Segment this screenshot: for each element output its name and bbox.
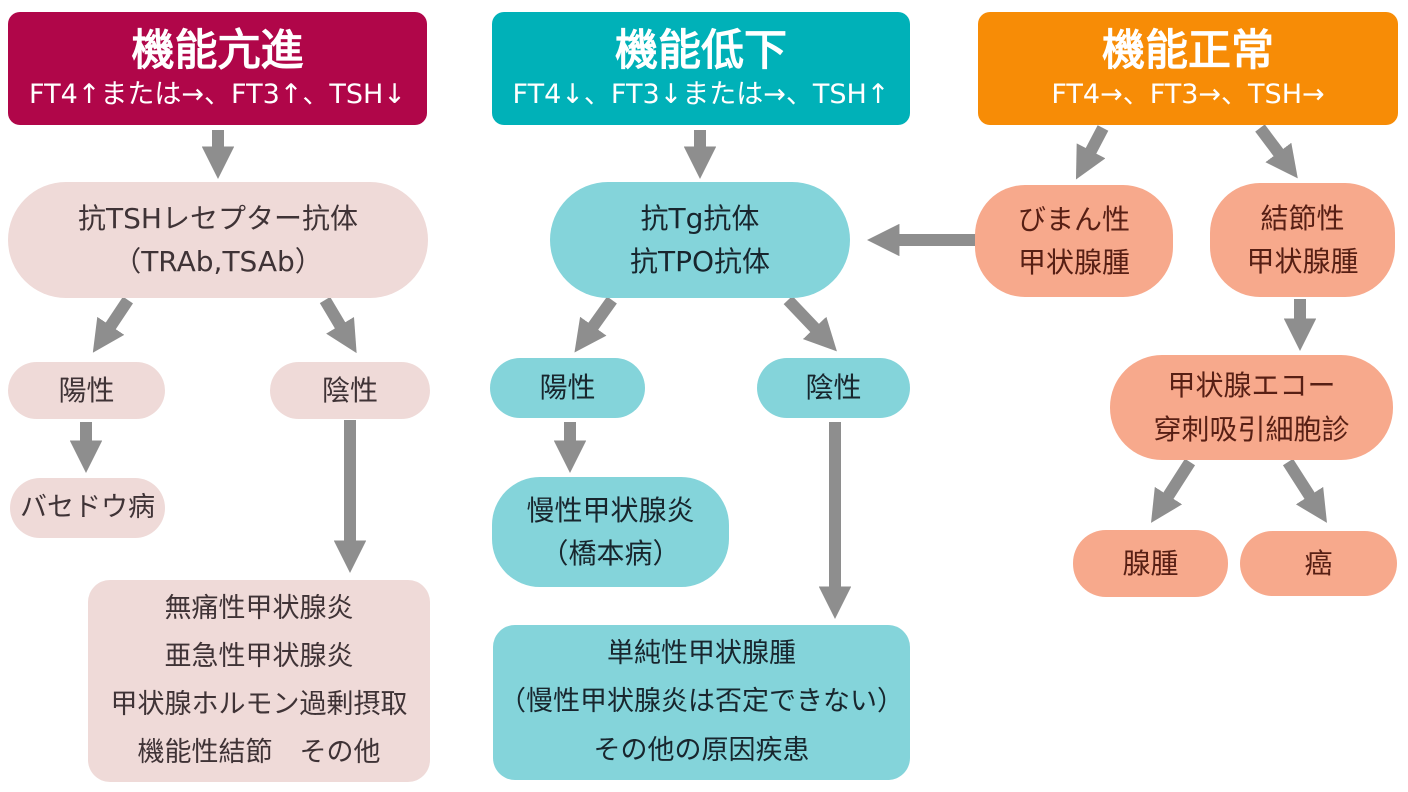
- node-hypo-positive: 陽性: [490, 358, 645, 418]
- header-normal-function: 機能正常 FT4→、FT3→、TSH→: [978, 12, 1398, 125]
- header-hyperfunction-subtitle: FT4↑または→、FT3↑、TSH↓: [29, 79, 406, 111]
- header-hyperfunction-title: 機能亢進: [131, 25, 304, 76]
- node-hyper-negative: 陰性: [270, 362, 430, 419]
- arrow-echo-to-adenoma: [1151, 458, 1196, 523]
- node-adenoma: 腺腫: [1073, 530, 1228, 597]
- arrow-hypo-antibody-to-positive: [574, 296, 617, 353]
- node-hypo-outcome-list: 単純性甲状腺腫 （慢性甲状腺炎は否定できない） その他の原因疾患: [493, 625, 910, 780]
- header-normal-function-subtitle: FT4→、FT3→、TSH→: [1051, 79, 1325, 111]
- node-hyper-outcome-list: 無痛性甲状腺炎 亜急性甲状腺炎 甲状腺ホルモン過剰摂取 機能性結節 その他: [88, 580, 430, 782]
- header-normal-function-title: 機能正常: [1102, 25, 1274, 76]
- header-hypofunction-title: 機能低下: [615, 25, 787, 76]
- arrow-normal-header-to-diffuse: [1075, 125, 1109, 180]
- node-cancer: 癌: [1240, 531, 1397, 596]
- arrow-hyper-antibody-to-positive: [92, 296, 133, 353]
- arrow-hypo-antibody-to-negative: [783, 295, 837, 352]
- node-chronic-thyroiditis: 慢性甲状腺炎 （橋本病）: [492, 477, 729, 587]
- arrow-echo-to-cancer: [1282, 458, 1327, 523]
- node-basedow-disease: バセドウ病: [10, 478, 165, 538]
- node-thyroid-echo-fna: 甲状腺エコー 穿刺吸引細胞診: [1110, 355, 1393, 460]
- node-tg-tpo-antibody: 抗Tg抗体 抗TPO抗体: [550, 182, 850, 298]
- arrow-hyper-antibody-to-negative: [319, 296, 357, 354]
- arrow-normal-header-to-nodular: [1255, 124, 1298, 179]
- header-hyperfunction: 機能亢進 FT4↑または→、FT3↑、TSH↓: [8, 12, 427, 125]
- node-tsh-receptor-antibody: 抗TSHレセプター抗体 （TRAb,TSAb）: [8, 182, 428, 298]
- node-diffuse-goiter: びまん性 甲状腺腫: [975, 185, 1173, 297]
- node-nodular-goiter: 結節性 甲状腺腫: [1210, 183, 1395, 297]
- header-hypofunction: 機能低下 FT4↓、FT3↓または→、TSH↑: [492, 12, 910, 125]
- node-hypo-negative: 陰性: [757, 358, 910, 418]
- node-hyper-positive: 陽性: [8, 362, 165, 419]
- header-hypofunction-subtitle: FT4↓、FT3↓または→、TSH↑: [512, 79, 890, 111]
